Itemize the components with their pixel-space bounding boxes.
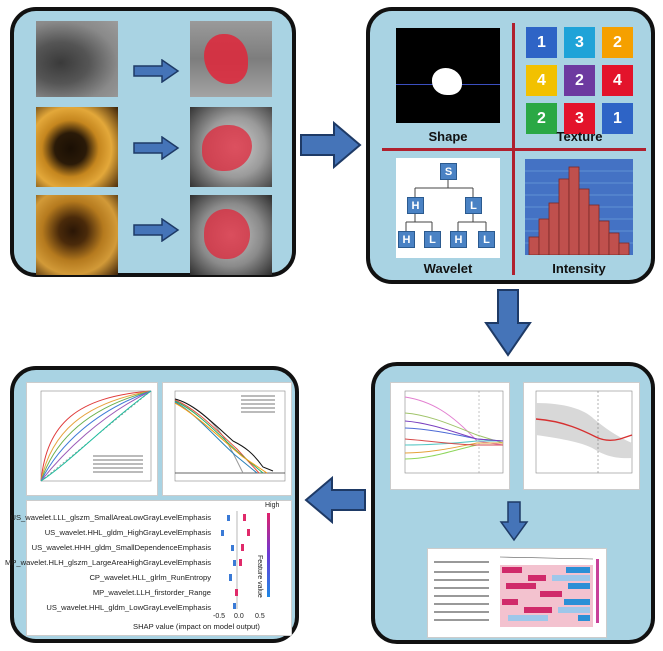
intensity-histogram bbox=[525, 159, 633, 255]
intensity-label: Intensity bbox=[552, 261, 606, 276]
shap-feature-name: CP_wavelet.HLL_glrlm_RunEntropy bbox=[89, 573, 211, 582]
texture-cell: 4 bbox=[526, 65, 557, 96]
colorbar-axis-label: Feature value bbox=[256, 555, 263, 598]
shap-tick: 0.5 bbox=[255, 613, 265, 620]
feature-heatmap bbox=[427, 548, 607, 638]
shap-feature-name: US_wavelet.LLL_glszm_SmallAreaLowGrayLev… bbox=[10, 513, 212, 522]
roc-curve-plot bbox=[26, 382, 158, 496]
shap-tick: 0.0 bbox=[234, 613, 244, 620]
shap-feature-name: MP_wavelet.HLH_glszm_LargeAreaHighGrayLe… bbox=[5, 558, 211, 567]
wavelet-node: L bbox=[424, 231, 441, 248]
us-image-original-1 bbox=[36, 21, 118, 97]
histogram-bars bbox=[525, 166, 633, 255]
cv-error-plot bbox=[523, 382, 640, 490]
texture-cell: 1 bbox=[602, 103, 633, 134]
wavelet-node: H bbox=[407, 197, 424, 214]
arrow-right-icon bbox=[300, 120, 362, 170]
texture-cell: 1 bbox=[526, 27, 557, 58]
texture-cell: 3 bbox=[564, 27, 595, 58]
arrow-right-icon bbox=[133, 218, 180, 242]
wavelet-node: H bbox=[398, 231, 415, 248]
roc-curves bbox=[40, 390, 152, 482]
texture-cell: 2 bbox=[564, 65, 595, 96]
texture-cell: 4 bbox=[602, 65, 633, 96]
shape-image bbox=[396, 28, 500, 123]
lasso-path-lines bbox=[404, 390, 504, 474]
wavelet-node: L bbox=[465, 197, 482, 214]
shap-feature-name: US_wavelet.HHH_gldm_SmallDependenceEmpha… bbox=[31, 543, 211, 552]
model-evaluation-panel: US_wavelet.LLL_glszm_SmallAreaLowGrayLev… bbox=[5, 366, 299, 643]
wavelet-label: Wavelet bbox=[423, 261, 473, 276]
arrow-left-icon bbox=[304, 475, 366, 525]
texture-cell: 3 bbox=[564, 103, 595, 134]
arrow-right-icon bbox=[133, 59, 180, 83]
arrow-right-icon bbox=[133, 136, 180, 160]
tumor-mask bbox=[202, 125, 252, 171]
tumor-mask bbox=[204, 34, 248, 84]
shap-tick: -0.5 bbox=[213, 613, 226, 620]
shap-feature-name: US_wavelet.HHL_gldm_HighGrayLevelEmphasi… bbox=[44, 528, 211, 537]
feature-selection-panel bbox=[371, 362, 655, 644]
texture-cell: 2 bbox=[602, 27, 633, 58]
wavelet-tree: S H L H L H L bbox=[396, 158, 500, 258]
arrow-down-icon bbox=[484, 289, 532, 357]
heatmap-cells bbox=[434, 556, 599, 627]
shap-summary-plot: US_wavelet.LLL_glszm_SmallAreaLowGrayLev… bbox=[5, 500, 292, 636]
wavelet-node: L bbox=[478, 231, 495, 248]
shape-label: Shape bbox=[428, 129, 468, 144]
us-image-segmented-2 bbox=[190, 107, 272, 187]
us-image-segmented-3 bbox=[190, 195, 272, 275]
cv-error-curve bbox=[535, 390, 633, 474]
divider bbox=[382, 148, 646, 151]
wavelet-node-root: S bbox=[440, 163, 457, 180]
decision-curves bbox=[174, 390, 286, 482]
texture-cell: 2 bbox=[526, 103, 557, 134]
us-image-segmented-1 bbox=[190, 21, 272, 97]
tree-lines bbox=[405, 180, 487, 232]
shap-feature-name: MP_wavelet.LLH_firstorder_Range bbox=[92, 588, 211, 597]
feature-value-colorbar bbox=[267, 513, 270, 597]
us-image-original-2 bbox=[36, 107, 118, 187]
shap-feature-name: US_wavelet.HHL_gldm_LowGrayLevelEmphasis bbox=[46, 603, 211, 612]
colorbar-high-label: High bbox=[265, 502, 280, 509]
shap-dots bbox=[221, 511, 250, 609]
us-image-original-3 bbox=[36, 195, 118, 275]
arrow-down-icon bbox=[499, 501, 529, 542]
image-segmentation-panel bbox=[10, 7, 296, 277]
texture-label: Texture bbox=[556, 129, 603, 144]
wavelet-node: H bbox=[450, 231, 467, 248]
shape-mask bbox=[432, 68, 462, 95]
lasso-path-plot bbox=[390, 382, 510, 490]
shap-xlabel: SHAP value (impact on model output) bbox=[133, 622, 260, 631]
tumor-mask bbox=[204, 209, 250, 259]
decision-curve-plot bbox=[162, 382, 292, 496]
